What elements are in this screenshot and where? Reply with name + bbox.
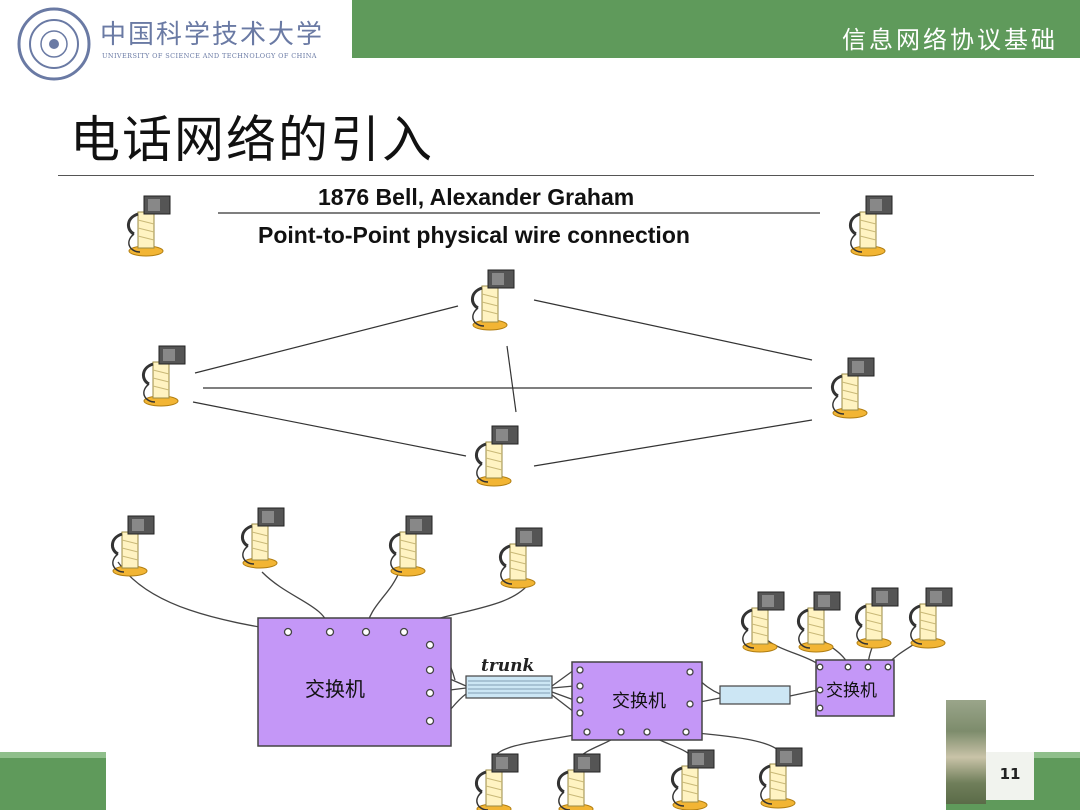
page-number-box — [986, 752, 1034, 800]
switch-box — [815, 659, 895, 717]
switch-ports — [283, 627, 435, 726]
switch-label: 交换机 — [305, 677, 365, 701]
title-divider — [58, 175, 1034, 176]
switch-ports — [576, 666, 694, 736]
telephone-icon — [470, 268, 516, 332]
switch-label: 交换机 — [826, 681, 877, 701]
telephone-icon — [758, 746, 804, 810]
trunk-lines — [468, 680, 550, 694]
campus-photo — [946, 700, 986, 804]
telephone-icon — [126, 194, 172, 258]
telephone-icon — [796, 590, 842, 654]
telephone-icon — [141, 344, 187, 408]
telephone-icon — [830, 356, 876, 420]
university-name-cn: 中国科学技术大学 — [100, 20, 325, 50]
telephone-icon — [110, 514, 156, 578]
switch-box — [257, 617, 452, 747]
link-cable — [719, 685, 791, 705]
university-name-en: UNIVERSITY OF SCIENCE AND TECHNOLOGY OF … — [102, 52, 317, 60]
course-title: 信息网络协议基础 — [842, 26, 1058, 54]
telephone-icon — [474, 752, 520, 810]
telephone-icon — [670, 748, 716, 810]
trunk-label: trunk — [481, 656, 534, 676]
caption-line-1: 1876 Bell, Alexander Graham — [318, 184, 635, 210]
telephone-icon — [240, 506, 286, 570]
trunk-cable — [465, 675, 553, 699]
caption-line-2: Point-to-Point physical wire connection — [258, 222, 690, 248]
page-number: 11 — [999, 765, 1021, 783]
switch-ports — [816, 663, 892, 712]
university-seal-icon — [17, 7, 91, 81]
switch-label: 交换机 — [612, 691, 666, 712]
telephone-icon — [740, 590, 786, 654]
telephone-icon — [474, 424, 520, 488]
telephone-icon — [848, 194, 894, 258]
telephone-icon — [908, 586, 954, 650]
telephone-icon — [498, 526, 544, 590]
slide-title: 电话网络的引入 — [70, 111, 434, 169]
switch-box — [571, 661, 703, 741]
telephone-icon — [854, 586, 900, 650]
point-to-point-wires — [192, 299, 813, 467]
telephone-icon — [556, 752, 602, 810]
logo-area: 中国科学技术大学 UNIVERSITY OF SCIENCE AND TECHN… — [0, 0, 352, 81]
telephone-icon — [388, 514, 434, 578]
